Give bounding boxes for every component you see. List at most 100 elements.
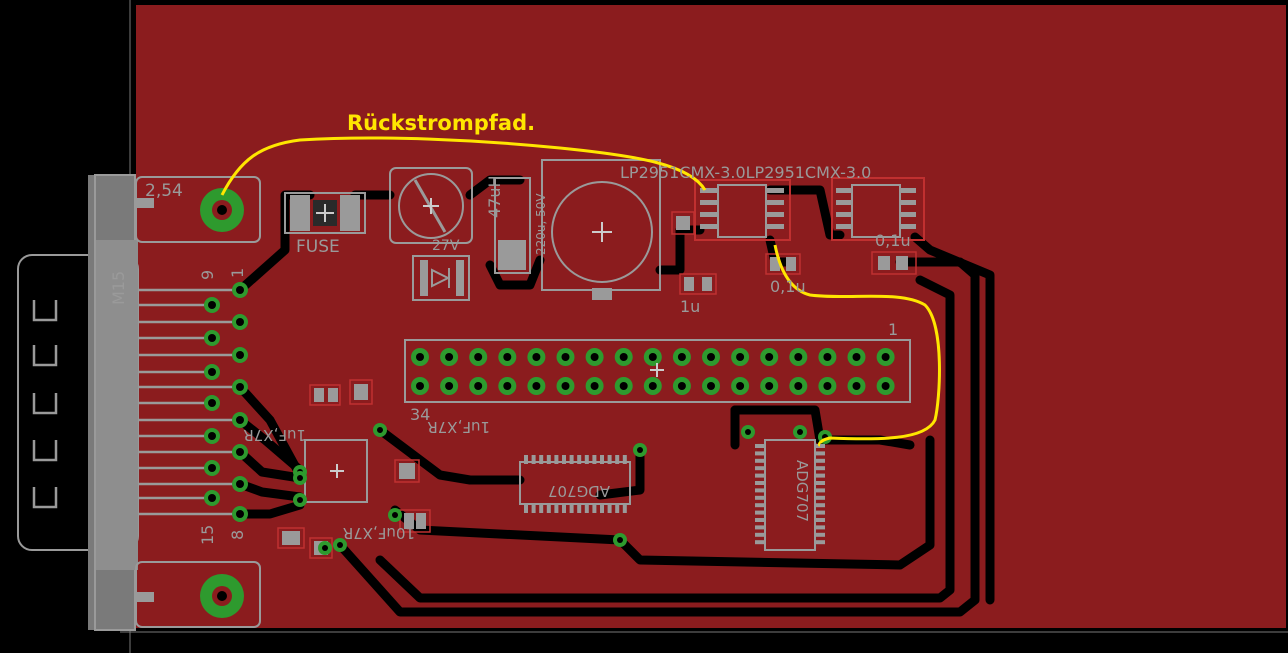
mux-ic-2 <box>755 439 825 551</box>
ic-pin <box>815 510 825 515</box>
ic-pin <box>755 473 765 478</box>
dsub-pad <box>204 395 220 411</box>
dsub-pad <box>232 379 248 395</box>
pin-header-34 <box>404 339 911 403</box>
ic-pin <box>755 495 765 500</box>
header-pin <box>614 377 633 395</box>
regulators-label: LP2951CMX-3.0LP2951CMX-3.0 <box>620 163 871 182</box>
header-pin <box>643 377 662 395</box>
header-pin <box>440 348 459 366</box>
ic-pin <box>539 504 544 513</box>
via <box>318 541 332 555</box>
header-pin <box>469 377 488 395</box>
dsub-pad <box>204 297 220 313</box>
ic-pin <box>815 495 825 500</box>
ic-pin <box>815 481 825 485</box>
dsub-pad <box>204 490 220 506</box>
cap-10uf-x7r-label: 10uF,X7R <box>343 524 415 542</box>
ic-pin <box>592 504 597 513</box>
header-pin34-label: 34 <box>410 405 430 424</box>
ic-pin <box>755 481 765 485</box>
ic-pin <box>554 455 559 464</box>
via <box>793 425 807 439</box>
ic-pin <box>815 503 825 508</box>
ic-pin <box>600 504 604 513</box>
ic-pin <box>622 504 627 513</box>
header-pin <box>847 377 866 395</box>
dsub-pad <box>204 428 220 444</box>
mount-hole-bottom <box>200 574 244 618</box>
ic-pin <box>607 455 612 464</box>
header-pin <box>789 348 808 366</box>
header-pin <box>702 348 720 366</box>
ic-pin <box>815 488 825 493</box>
ic-pin <box>755 458 765 463</box>
ic-pin <box>577 504 582 513</box>
header-pin <box>876 377 895 395</box>
header-pin <box>585 377 604 395</box>
header-pin <box>498 348 517 366</box>
cap-1uf-x7r-label: 1uF,X7R <box>427 418 490 436</box>
annotation-title: Rückstrompfad. <box>347 111 535 135</box>
ic-pin <box>755 518 765 522</box>
ic-pin <box>815 518 825 522</box>
pin8-label: 8 <box>228 530 247 540</box>
ic-pin <box>524 504 528 513</box>
header-pin <box>614 348 633 366</box>
cap-1u-label: 1u <box>680 297 700 316</box>
header-pin <box>527 348 546 366</box>
header-pin <box>847 348 866 366</box>
ic-pin <box>815 466 825 471</box>
vias <box>293 423 832 555</box>
dsub-pad <box>232 476 248 492</box>
electrolytic-label: 220u, 50V <box>534 193 548 255</box>
electrolytic-cap <box>494 159 661 300</box>
mux-ic-1 <box>519 455 631 513</box>
ic-pin <box>546 504 551 513</box>
inductor-label: 47uH <box>485 175 504 218</box>
ic-pin <box>622 455 627 464</box>
ic-pin <box>554 504 559 513</box>
ic-pin <box>569 504 574 513</box>
dsub-pads <box>204 282 248 522</box>
via <box>388 508 402 522</box>
via <box>373 423 387 437</box>
dsub-pad <box>232 412 248 428</box>
cap-01u-b-label: 0,1u <box>875 231 911 250</box>
board-area <box>136 5 1286 628</box>
header-pin <box>672 377 691 395</box>
dsub-pad <box>232 314 248 330</box>
via <box>633 443 647 457</box>
ic-pin <box>755 525 765 530</box>
via <box>333 538 347 552</box>
ic-pin <box>562 455 566 464</box>
ic-pin <box>569 455 574 464</box>
header-pin <box>498 377 517 395</box>
ic-pin <box>524 455 528 464</box>
ic-pin <box>755 510 765 515</box>
header-pin <box>527 377 546 395</box>
ic-pin <box>592 455 597 464</box>
ic-pin <box>755 444 765 448</box>
ic-pin <box>546 455 551 464</box>
header-pin <box>789 377 808 395</box>
header-pin <box>760 348 779 366</box>
ic-pin <box>539 455 544 464</box>
header-pin <box>440 377 459 395</box>
connector-name-label: M15 <box>109 271 128 305</box>
header-pin <box>731 348 750 366</box>
return-path-wire <box>220 136 707 196</box>
fuse-footprint <box>284 192 366 234</box>
pin15-label: 15 <box>198 525 217 545</box>
ic-pin <box>577 455 582 464</box>
header-pin <box>556 348 575 366</box>
header-pin <box>411 348 429 366</box>
header-pin <box>818 377 837 395</box>
ic-pin <box>815 451 825 456</box>
header-pin <box>556 377 575 395</box>
ic-pin <box>755 488 765 493</box>
regulator-2 <box>831 177 925 241</box>
ic-pin <box>584 504 589 513</box>
ic-pin <box>531 455 536 464</box>
header-pin <box>731 377 750 395</box>
